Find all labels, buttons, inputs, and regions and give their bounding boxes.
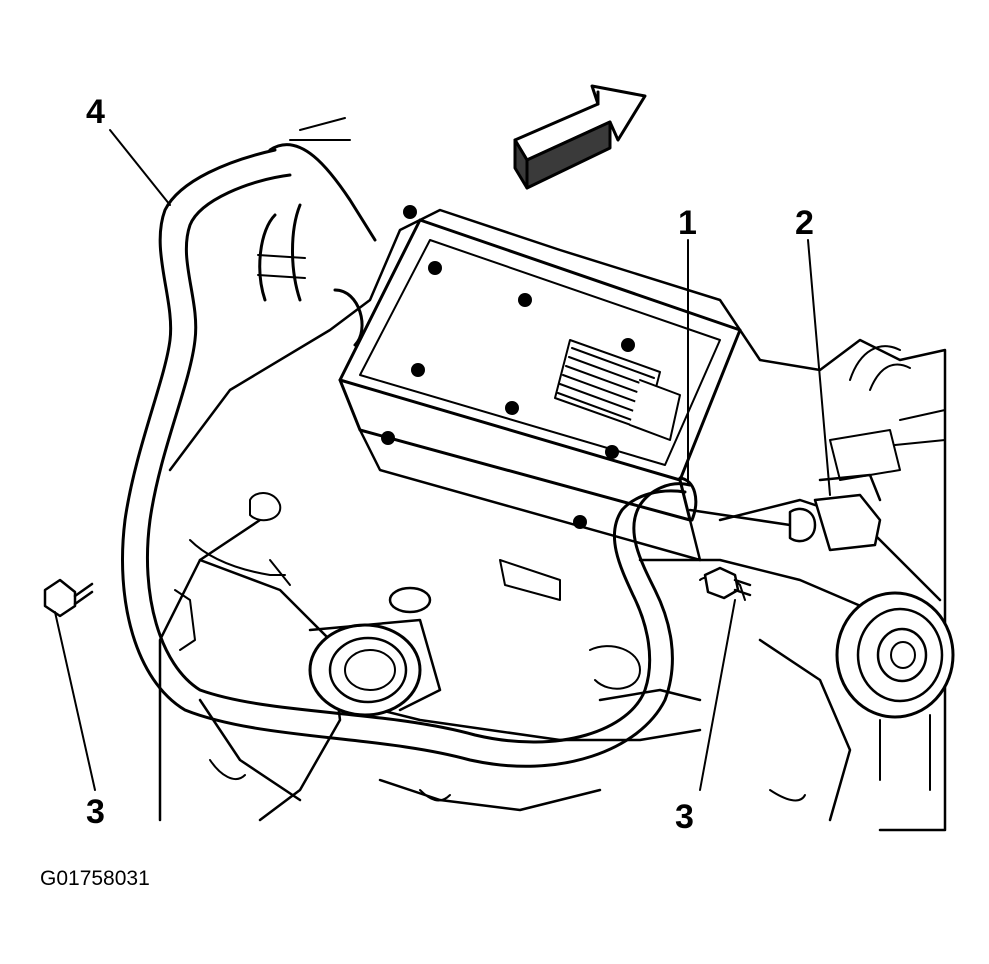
heater-outlet-hose [121, 148, 792, 768]
ignition-coil [554, 339, 681, 441]
callout-1: 1 [678, 204, 697, 242]
callout-leader-lines [54, 129, 831, 791]
callout-2: 2 [795, 204, 814, 242]
drive-pulley [835, 591, 955, 791]
valve-cover [338, 205, 742, 562]
figure-id: G01758031 [40, 867, 150, 890]
callout-3-right: 3 [675, 798, 694, 836]
callout-3-left: 3 [86, 793, 105, 831]
valve-cover-bolts [381, 205, 635, 529]
misc-components [174, 492, 806, 802]
callout-4: 4 [86, 93, 105, 131]
left-bolt [43, 578, 94, 618]
right-bolt [703, 566, 752, 600]
upper-hoses [257, 117, 377, 347]
thermostat-housing [308, 586, 442, 717]
front-direction-arrow [513, 84, 647, 190]
coolant-outlet-fitting [788, 345, 946, 552]
